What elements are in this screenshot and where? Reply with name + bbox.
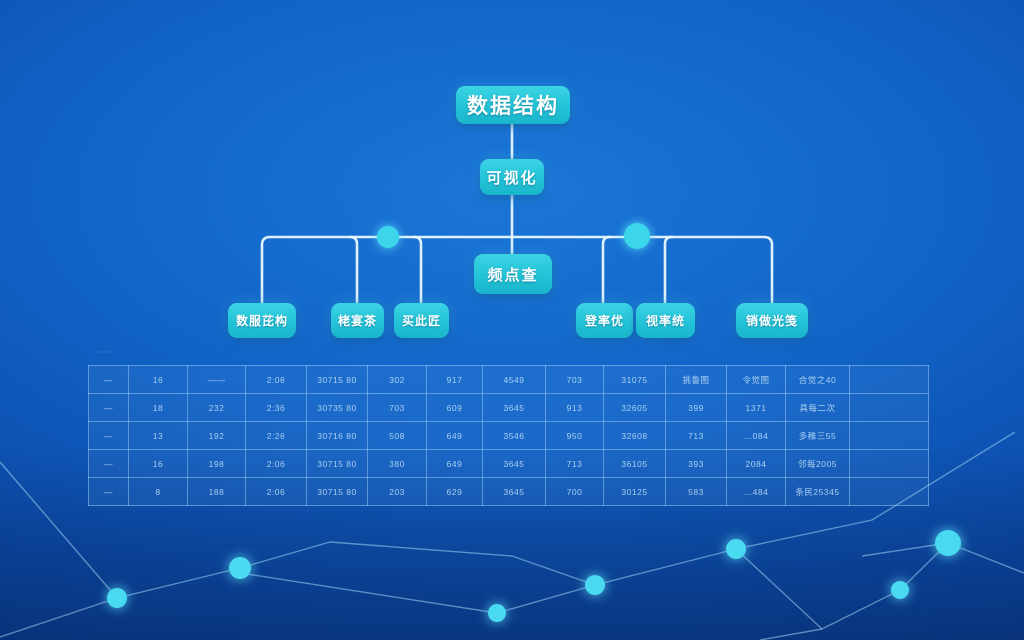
table-cell: 913: [545, 393, 604, 422]
table-cell: —: [88, 421, 129, 450]
table-cell: 2084: [726, 449, 786, 478]
table-cell: 508: [367, 421, 427, 450]
table-cell: 713: [545, 449, 604, 478]
table-cell: 条民25345: [785, 477, 850, 506]
table-cell: 挑鲁图: [665, 365, 727, 394]
glow-dot: [726, 539, 746, 559]
node-child-1: 数服芘构: [228, 303, 296, 338]
table-cell: 393: [665, 449, 727, 478]
table-cell: 30716 80: [306, 421, 368, 450]
table-cell: 629: [426, 477, 483, 506]
table-cell: 4549: [482, 365, 546, 394]
table-cell: 18: [128, 393, 188, 422]
table-cell: 192: [187, 421, 246, 450]
table-cell: 2:26: [245, 421, 307, 450]
table-cell: [849, 477, 929, 506]
table-cell: —: [88, 365, 129, 394]
table-cell: —: [88, 477, 129, 506]
table-cell: 380: [367, 449, 427, 478]
glow-dot: [229, 557, 251, 579]
node-child-4: 登率优: [576, 303, 633, 338]
table-cell: 188: [187, 477, 246, 506]
table-cell: 合觉之40: [785, 365, 850, 394]
table-cell: 649: [426, 449, 483, 478]
table-cell: 多稚三55: [785, 421, 850, 450]
rail-dot: [624, 223, 650, 249]
table-cell: 399: [665, 393, 727, 422]
table-cell: 649: [426, 421, 483, 450]
table-note: ⋯⋯: [96, 349, 112, 356]
table-cell: 198: [187, 449, 246, 478]
table-cell: 3645: [482, 477, 546, 506]
table-cell: …084: [726, 421, 786, 450]
table-cell: 30715 80: [306, 477, 368, 506]
table-cell: 713: [665, 421, 727, 450]
table-cell: …484: [726, 477, 786, 506]
table-cell: 1371: [726, 393, 786, 422]
table-cell: 302: [367, 365, 427, 394]
table-cell: 232: [187, 393, 246, 422]
table-cell: [849, 393, 929, 422]
table-cell: 3645: [482, 449, 546, 478]
table-cell: 30715 80: [306, 449, 368, 478]
node-child-6: 销做光笺: [736, 303, 808, 338]
table-cell: 16: [128, 365, 188, 394]
table-cell: 917: [426, 365, 483, 394]
table-cell: 703: [367, 393, 427, 422]
table-cell: 30125: [603, 477, 666, 506]
table-cell: 8: [128, 477, 188, 506]
table-cell: 30735 80: [306, 393, 368, 422]
table-cell: 609: [426, 393, 483, 422]
node-child-5: 视率统: [636, 303, 695, 338]
table-cell: 13: [128, 421, 188, 450]
table-cell: 2:06: [245, 365, 307, 394]
table-cell: 700: [545, 477, 604, 506]
glow-dot: [585, 575, 605, 595]
table-cell: 2:06: [245, 449, 307, 478]
node-root: 数据结构: [456, 86, 570, 124]
table-cell: 邻每2005: [785, 449, 850, 478]
glow-dot: [107, 588, 127, 608]
table-cell: 3546: [482, 421, 546, 450]
glow-dot: [891, 581, 909, 599]
table-cell: 203: [367, 477, 427, 506]
table-cell: 703: [545, 365, 604, 394]
table-cell: —: [88, 393, 129, 422]
node-center: 频点查: [474, 254, 552, 294]
table-cell: 31075: [603, 365, 666, 394]
node-child-2: 栳宴茶: [331, 303, 384, 338]
glow-dot: [935, 530, 961, 556]
table-cell: 36105: [603, 449, 666, 478]
table-cell: 2:06: [245, 477, 307, 506]
rail-dot: [377, 226, 399, 248]
table-cell: 32608: [603, 421, 666, 450]
table-cell: [849, 449, 929, 478]
table-cell: 令觉图: [726, 365, 786, 394]
table-cell: 30715 80: [306, 365, 368, 394]
table-cell: ——: [187, 365, 246, 394]
table-cell: 32605: [603, 393, 666, 422]
table-cell: [849, 421, 929, 450]
table-cell: 2:36: [245, 393, 307, 422]
node-level2: 可视化: [480, 159, 544, 195]
node-child-3: 买此匠: [394, 303, 449, 338]
table-cell: 具每二次: [785, 393, 850, 422]
table-cell: 3645: [482, 393, 546, 422]
table-cell: —: [88, 449, 129, 478]
table-cell: [849, 365, 929, 394]
table-cell: 16: [128, 449, 188, 478]
glow-dot: [488, 604, 506, 622]
table-cell: 950: [545, 421, 604, 450]
table-cell: 583: [665, 477, 727, 506]
